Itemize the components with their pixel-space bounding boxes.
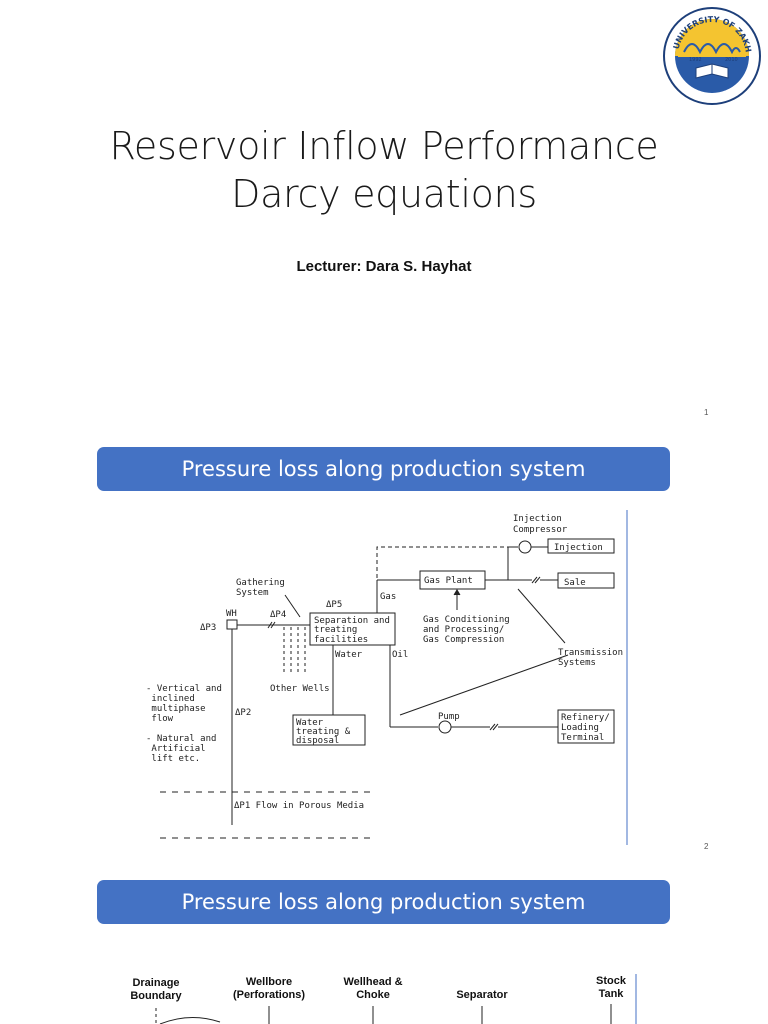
label-pump: Pump — [438, 712, 460, 722]
label-water: Water — [335, 650, 363, 660]
label-p1-flow: ΔP1 Flow in Porous Media — [234, 801, 364, 811]
title-line-1: Reservoir Inflow Performance — [109, 124, 659, 168]
label-oil: Oil — [392, 650, 408, 660]
logo-year-right: 2010 — [725, 57, 738, 63]
page-number-2: 2 — [704, 842, 709, 851]
slide-3-banner: Pressure loss along production system — [97, 880, 670, 924]
lecturer-name: Lecturer: Dara S. Hayhat — [296, 258, 472, 275]
label-other-wells: Other Wells — [270, 684, 330, 694]
slide-title: Reservoir Inflow Performance Darcy equat… — [0, 122, 768, 218]
title-line-2: Darcy equations — [231, 172, 537, 216]
label-p2: ΔP2 — [235, 708, 251, 718]
logo-year-left: 1992 — [689, 57, 702, 63]
label-separator: Separator — [456, 989, 508, 1001]
label-gas: Gas — [380, 592, 396, 602]
label-injection: Injection — [554, 543, 603, 553]
label-wellhead-choke: Wellhead &Choke — [343, 976, 402, 1001]
label-p3: ΔP3 — [200, 623, 216, 633]
page-number-1: 1 — [704, 408, 709, 417]
label-vertical-flow: - Vertical and inclined multiphase flow — [146, 684, 222, 724]
label-gas-plant: Gas Plant — [424, 576, 473, 586]
slide-2-banner: Pressure loss along production system — [97, 447, 670, 491]
label-wellbore: Wellbore(Perforations) — [233, 976, 305, 1001]
label-natural-lift: - Natural and Artificial lift etc. — [146, 734, 216, 764]
label-p4: ΔP4 — [270, 610, 286, 620]
label-wh: WH — [226, 609, 237, 619]
label-sale: Sale — [564, 578, 586, 588]
university-logo: 1992 2010 UNIVERSITY OF ZAKHO — [662, 6, 761, 105]
label-p5: ΔP5 — [326, 600, 342, 610]
